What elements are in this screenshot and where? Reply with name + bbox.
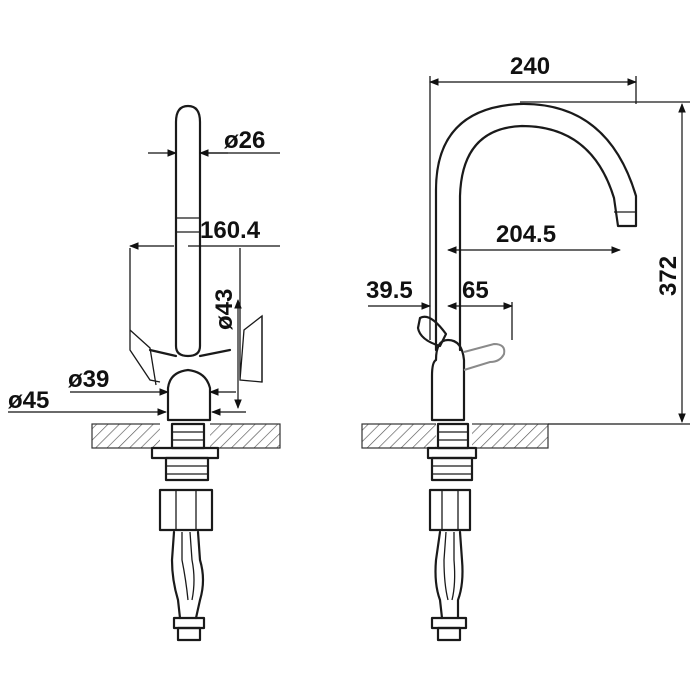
label-handle-diameter: ø26 bbox=[224, 127, 265, 154]
label-body-width: 160.4 bbox=[200, 217, 261, 244]
label-spout-reach: 204.5 bbox=[496, 221, 556, 248]
front-body-outline bbox=[129, 248, 263, 383]
front-view: ø26 160.4 ø43 ø39 ø45 bbox=[8, 104, 281, 642]
dim-base-outer: ø45 bbox=[8, 387, 246, 416]
side-view: 240 204.5 39.5 65 372 bbox=[361, 53, 690, 642]
front-base-dome bbox=[166, 368, 212, 422]
side-mounting-stem bbox=[426, 422, 478, 642]
dim-base-inner: ø39 bbox=[68, 366, 236, 396]
dim-handle-diameter: ø26 bbox=[148, 127, 280, 157]
dim-total-height: 372 bbox=[655, 103, 686, 423]
label-total-reach: 240 bbox=[510, 53, 550, 80]
label-total-height: 372 bbox=[655, 256, 682, 296]
side-lever-ghost bbox=[463, 342, 506, 371]
side-body bbox=[430, 338, 466, 422]
label-base-inner: ø39 bbox=[68, 366, 109, 393]
label-base-outer: ø45 bbox=[8, 387, 49, 414]
dim-body-width: 160.4 bbox=[129, 217, 280, 250]
dim-spout-reach: 204.5 bbox=[447, 221, 621, 254]
dim-total-reach: 240 bbox=[429, 53, 637, 86]
side-spout bbox=[434, 102, 638, 352]
front-mounting-stem bbox=[150, 422, 220, 642]
label-body-diameter: ø43 bbox=[211, 289, 238, 330]
dim-lever-offsets: 39.5 65 bbox=[366, 277, 513, 310]
dim-body-diameter: ø43 bbox=[211, 289, 242, 409]
side-lever-front bbox=[416, 315, 448, 348]
label-lever-left: 39.5 bbox=[366, 277, 413, 304]
label-lever-right: 65 bbox=[462, 277, 489, 304]
front-lever-handle bbox=[174, 104, 202, 358]
